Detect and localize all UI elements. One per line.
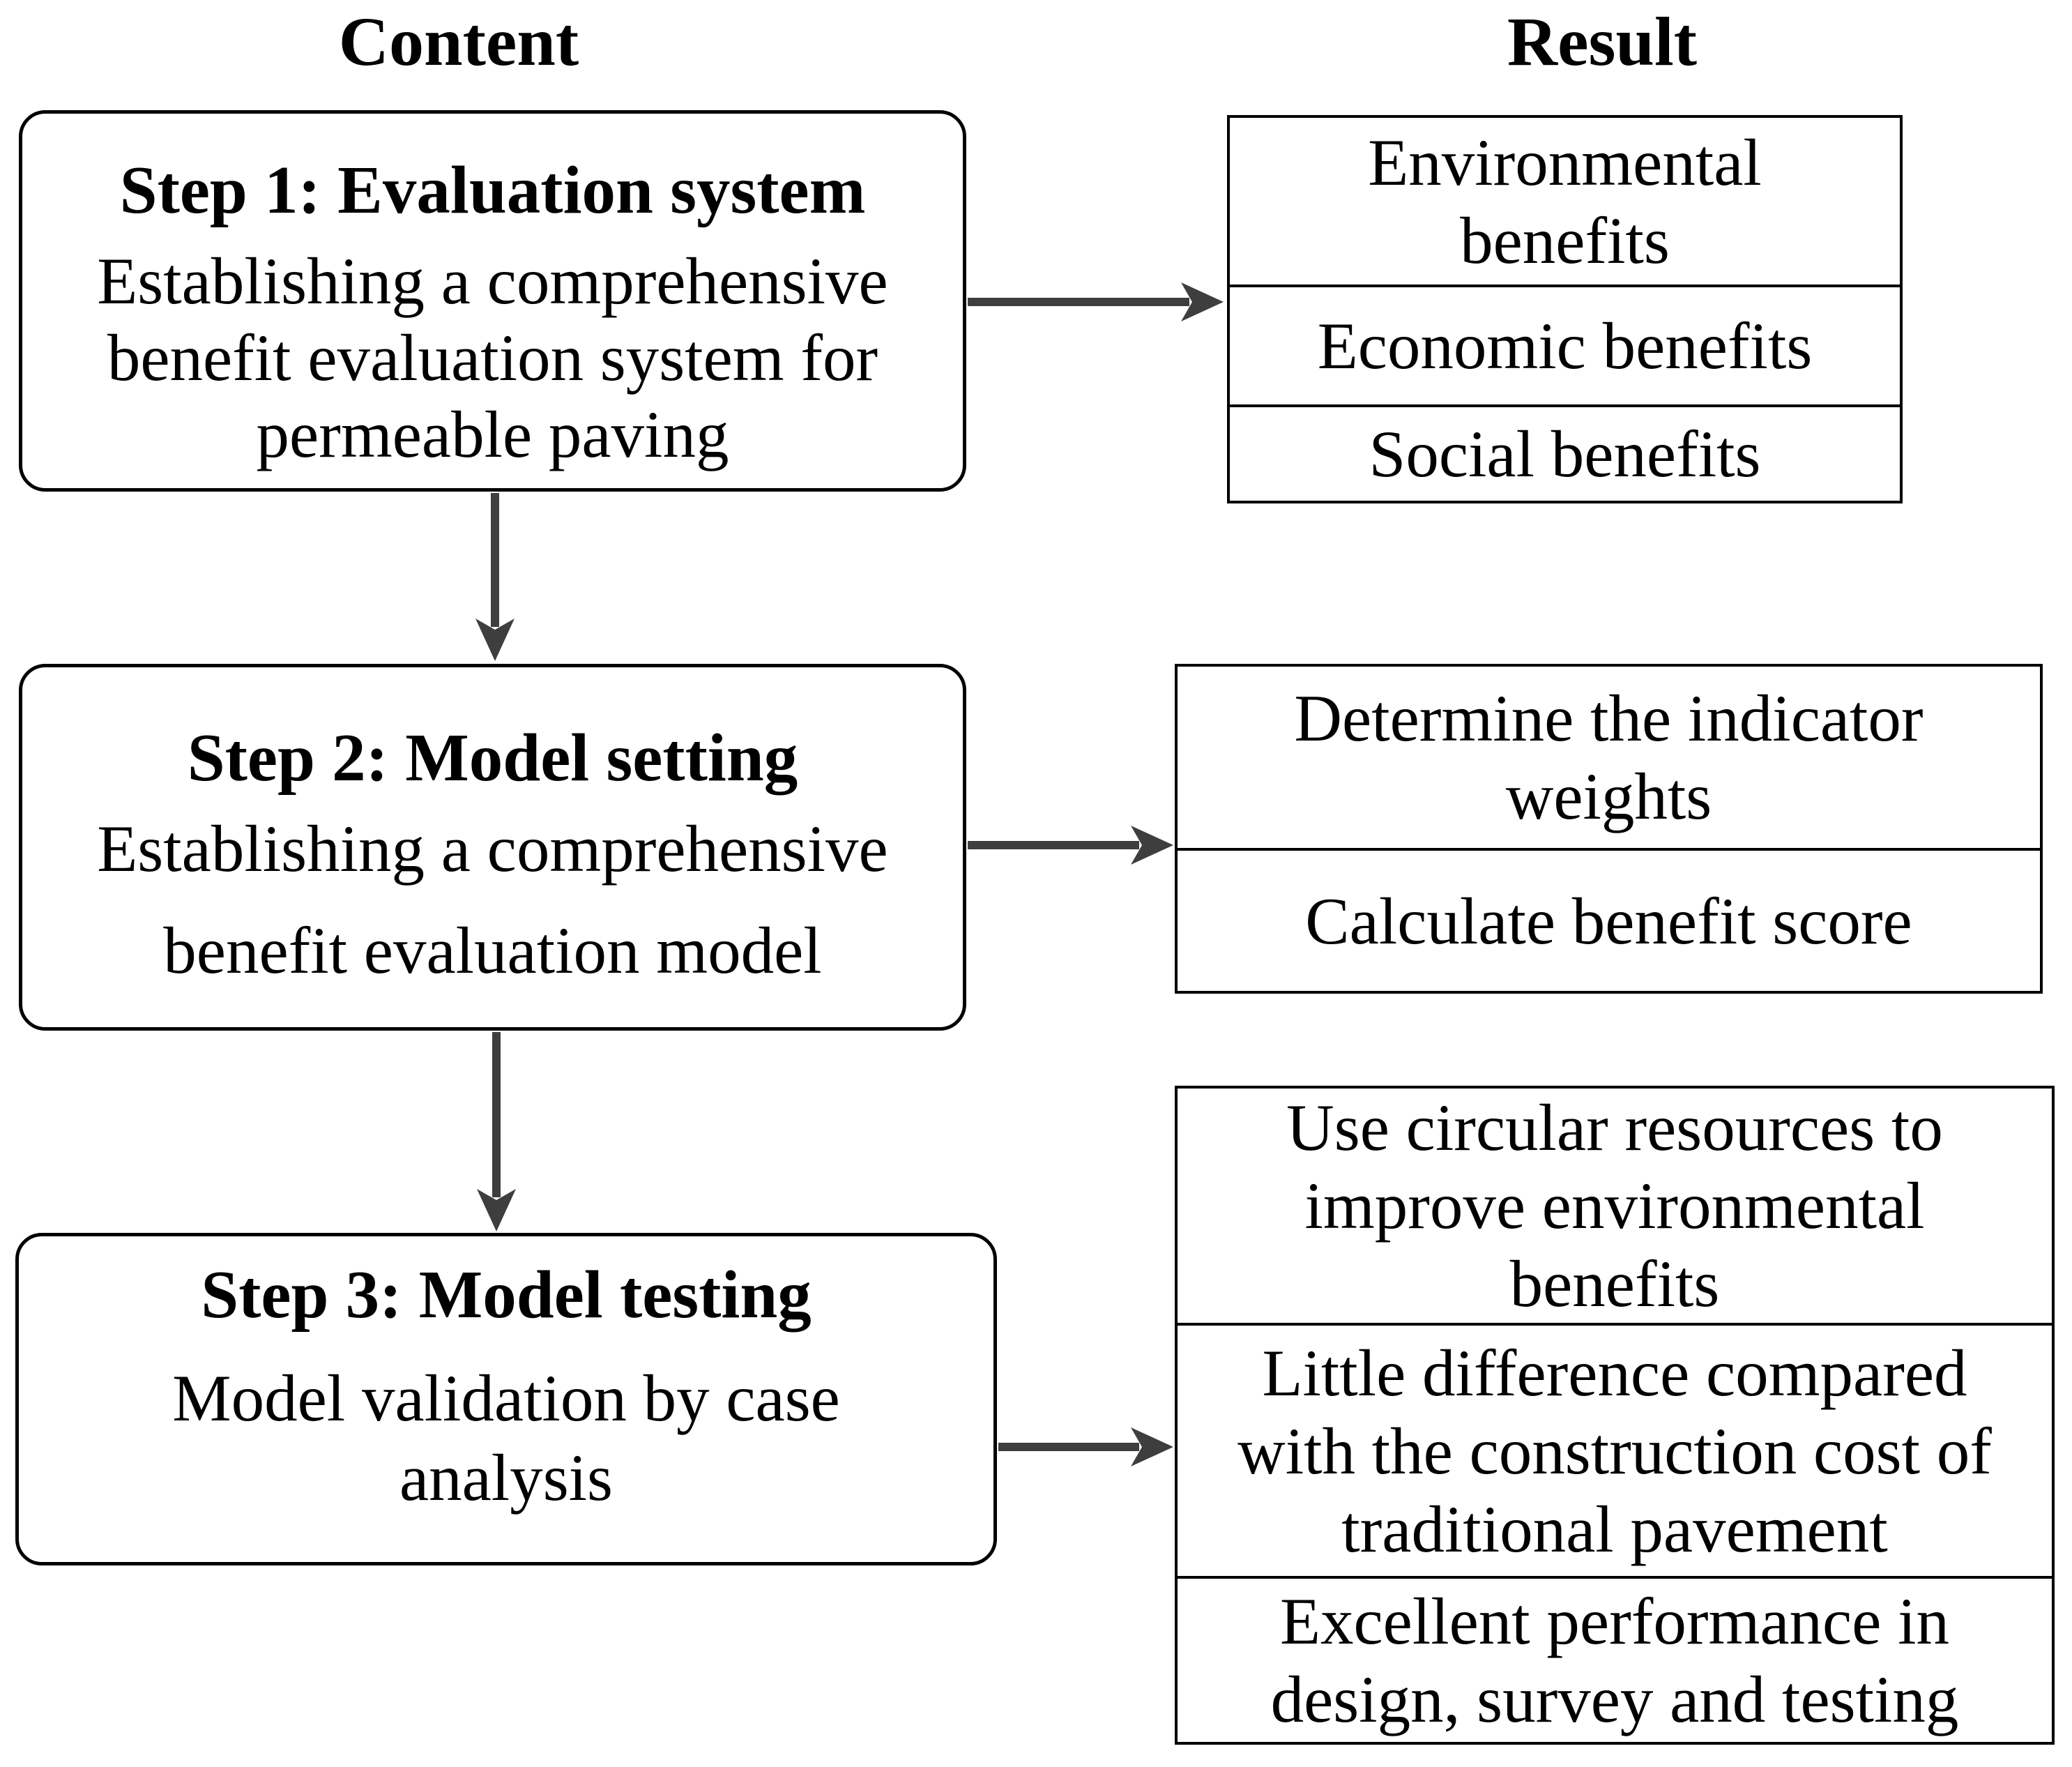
result-cell: Use circular resources to improve enviro… [1286,1091,1943,1321]
arrow-step1-to-step2 [475,493,515,661]
step2-title: Step 2: Model setting [187,720,798,795]
step3-title: Step 3: Model testing [201,1257,812,1332]
step3-description: Model validation by case analysis [172,1361,840,1515]
result-cell: Determine the indicator weights [1294,681,1924,833]
result-cell: Calculate benefit score [1178,848,2040,991]
arrow-step1-to-results [968,282,1224,321]
column-header-content: Content [338,3,579,80]
column-header-result: Result [1507,3,1698,80]
result-cell: Social benefits [1230,404,1900,501]
step2-description: Establishing a comprehensive benefit eva… [97,812,888,987]
arrow-step2-to-step3 [477,1032,516,1231]
result-table-step1: Environmental benefits Economic benefits… [1227,115,1903,503]
result-cell: Economic benefits [1230,285,1900,404]
step1-description: Establishing a comprehensive benefit eva… [97,244,888,471]
result-table-step2: Determine the indicator weights Calculat… [1175,664,2043,994]
step2-box: Step 2: Model setting Establishing a com… [19,664,966,1031]
arrow-step2-to-results [968,826,1173,865]
result-cell: Excellent performance in design, survey … [1178,1576,2052,1742]
step1-title: Step 1: Evaluation system [119,153,866,227]
step3-box: Step 3: Model testing Model validation b… [15,1233,997,1565]
result-table-step3: Use circular resources to improve enviro… [1175,1086,2055,1745]
step1-box: Step 1: Evaluation system Establishing a… [19,110,966,492]
result-cell: Little difference compared with the cons… [1178,1323,2052,1576]
arrow-step3-to-results [998,1427,1173,1466]
result-cell: Environmental benefits [1368,125,1762,278]
